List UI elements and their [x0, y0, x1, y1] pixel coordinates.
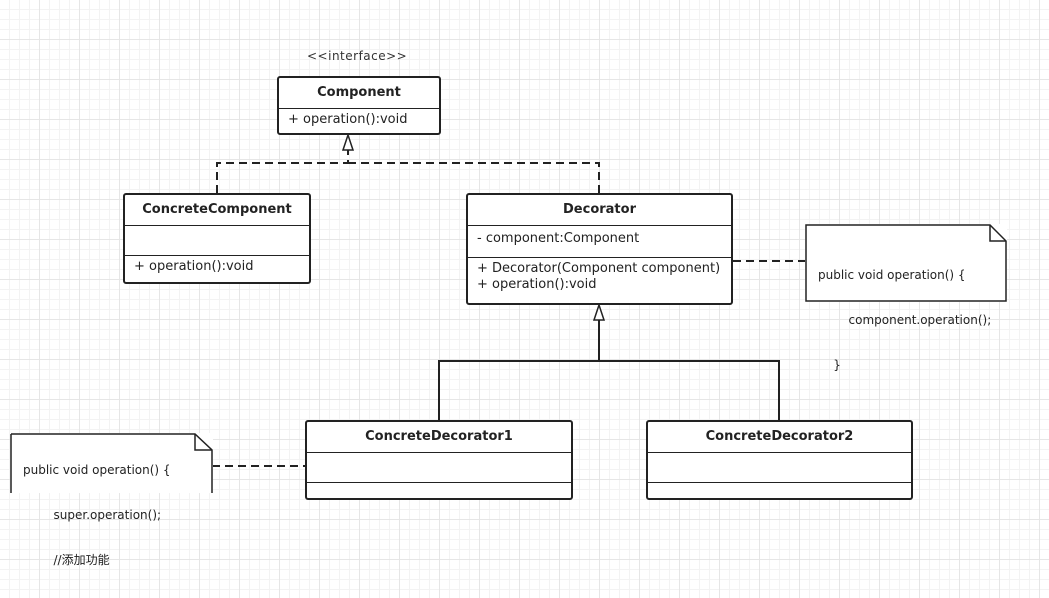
generalization-line-concrete-decorator-1 [438, 320, 600, 421]
class-title: Decorator [468, 195, 731, 226]
attributes-section [648, 453, 911, 483]
method: + operation():void [477, 277, 597, 292]
note-concrete-decorator-operation[interactable]: public void operation() { super.operatio… [10, 433, 213, 567]
note-line: public void operation() { [23, 463, 171, 477]
note-shape [10, 433, 213, 493]
connectors [212, 132, 805, 467]
note-text: public void operation() { component.oper… [818, 238, 991, 403]
note-line: //添加功能 [23, 553, 110, 567]
note-line: super.operation(); [23, 508, 162, 522]
realization-line-concrete-component [216, 150, 349, 193]
method: + operation():void [288, 112, 408, 127]
methods-section: + operation():void [125, 256, 309, 278]
generalization-line-concrete-decorator-2 [599, 360, 780, 421]
attribute: - component:Component [477, 231, 640, 246]
methods-section [307, 483, 571, 498]
class-title: Component [279, 78, 439, 109]
class-title: ConcreteDecorator1 [307, 422, 571, 453]
class-concrete-decorator-1[interactable]: ConcreteDecorator1 [305, 420, 573, 500]
attributes-section [307, 453, 571, 483]
realization-arrowhead [341, 132, 355, 151]
class-title: ConcreteDecorator2 [648, 422, 911, 453]
methods-section: + operation():void [279, 109, 439, 131]
methods-section: + Decorator(Component component) + opera… [468, 258, 731, 296]
attributes-section: - component:Component [468, 226, 731, 258]
note-shape [805, 224, 1007, 302]
class-decorator[interactable]: Decorator - component:Component + Decora… [466, 193, 733, 305]
generalization-arrowhead [592, 302, 606, 321]
class-concrete-decorator-2[interactable]: ConcreteDecorator2 [646, 420, 913, 500]
method: + Decorator(Component component) [477, 261, 721, 276]
methods-section [648, 483, 911, 498]
class-component[interactable]: Component + operation():void [277, 76, 441, 135]
class-title: ConcreteComponent [125, 195, 309, 226]
diagram-canvas: <<interface>> Component + operation():vo… [10, 49, 1007, 567]
attributes-section [125, 226, 309, 256]
note-line: } [818, 358, 841, 372]
note-line: component.operation(); [818, 313, 992, 327]
interface-stereotype: <<interface>> [307, 49, 408, 63]
note-line: public void operation() { [818, 268, 966, 282]
realization-line-decorator [348, 162, 600, 193]
method: + operation():void [134, 259, 254, 274]
note-text: public void operation() { super.operatio… [23, 433, 171, 598]
note-decorator-operation[interactable]: public void operation() { component.oper… [805, 224, 1007, 372]
class-concrete-component[interactable]: ConcreteComponent + operation():void [123, 193, 311, 284]
